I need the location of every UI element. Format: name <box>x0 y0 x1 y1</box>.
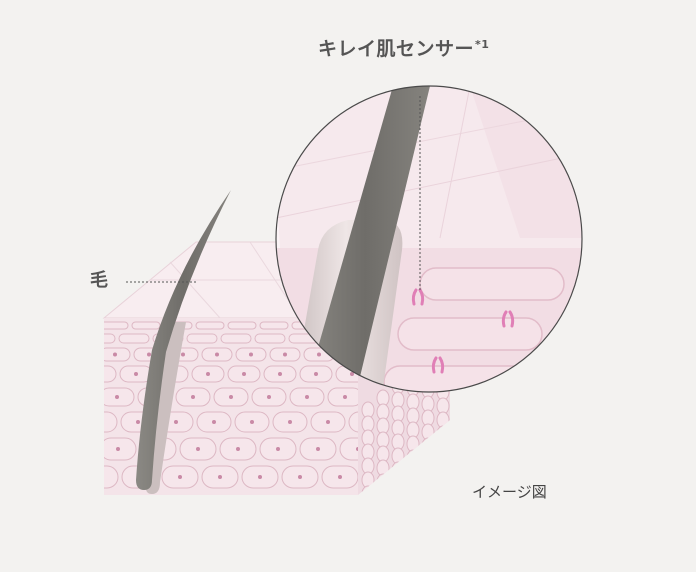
sensor-footnote-mark: *1 <box>475 38 489 51</box>
image-caption: イメージ図 <box>472 481 547 502</box>
cell-nucleus <box>305 395 309 399</box>
cell-nucleus <box>181 353 185 357</box>
skin-cell <box>85 334 115 343</box>
skin-cell <box>119 334 149 343</box>
cell-nucleus <box>250 420 254 424</box>
cell-nucleus <box>258 475 262 479</box>
magnified-cells <box>384 268 696 398</box>
cell-nucleus <box>236 447 240 451</box>
cell-nucleus <box>316 447 320 451</box>
cell-nucleus <box>174 420 178 424</box>
cell-nucleus <box>215 353 219 357</box>
cell-nucleus <box>178 475 182 479</box>
skin-cell <box>228 322 256 329</box>
skin-cell <box>407 450 419 466</box>
skin-cell <box>132 322 160 329</box>
cell-nucleus <box>134 372 138 376</box>
cell-nucleus <box>229 395 233 399</box>
skin-cell <box>84 366 116 382</box>
cell-nucleus <box>317 353 321 357</box>
cell-nucleus <box>298 475 302 479</box>
cell-nucleus <box>326 420 330 424</box>
cell-nucleus <box>314 372 318 376</box>
skin-cell <box>422 438 434 454</box>
cell-nucleus <box>98 475 102 479</box>
magnified-cell <box>398 318 542 350</box>
skin-cell <box>362 486 374 502</box>
cell-nucleus <box>136 420 140 424</box>
cell-nucleus <box>267 395 271 399</box>
cell-nucleus <box>218 475 222 479</box>
sensor-receptor <box>481 404 490 418</box>
cell-nucleus <box>343 395 347 399</box>
cell-nucleus <box>98 420 102 424</box>
cell-nucleus <box>191 395 195 399</box>
cell-nucleus <box>115 395 119 399</box>
magnified-cell <box>562 318 696 350</box>
skin-cell <box>196 322 224 329</box>
skin-cell <box>260 322 288 329</box>
sensor-receptor <box>525 364 534 378</box>
sensor-label: キレイ肌センサー*1 <box>318 34 489 61</box>
cell-nucleus <box>98 372 102 376</box>
skin-cell <box>377 474 389 490</box>
cell-nucleus <box>116 447 120 451</box>
skin-cell <box>83 412 117 432</box>
skin-cell <box>437 426 449 442</box>
skin-cell <box>82 466 118 488</box>
cell-nucleus <box>276 447 280 451</box>
cell-nucleus <box>206 372 210 376</box>
skin-cell <box>100 322 128 329</box>
cell-nucleus <box>196 447 200 451</box>
cell-nucleus <box>288 420 292 424</box>
hair-label: 毛 <box>90 266 108 292</box>
magnified-cell <box>580 268 696 300</box>
cell-nucleus <box>249 353 253 357</box>
skin-cell <box>392 462 404 478</box>
magnified-cell <box>420 268 564 300</box>
cell-nucleus <box>212 420 216 424</box>
cell-nucleus <box>338 475 342 479</box>
cell-nucleus <box>113 353 117 357</box>
skin-cell <box>221 334 251 343</box>
skin-cell <box>255 334 285 343</box>
cell-nucleus <box>242 372 246 376</box>
magnified-cell <box>548 366 692 398</box>
skin-cell <box>187 334 217 343</box>
cell-nucleus <box>278 372 282 376</box>
cell-nucleus <box>147 353 151 357</box>
sensor-label-text: キレイ肌センサー <box>318 38 474 60</box>
cell-nucleus <box>283 353 287 357</box>
